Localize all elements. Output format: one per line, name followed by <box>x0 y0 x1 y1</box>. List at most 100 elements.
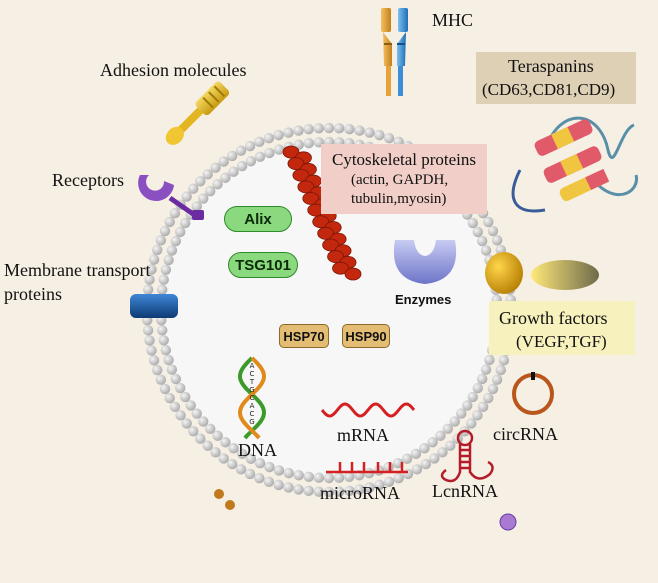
lipid-head <box>273 144 285 155</box>
lipid-head <box>164 392 175 404</box>
lipid-head <box>228 166 239 177</box>
mrna-label: mRNA <box>337 425 390 445</box>
growth-factor-sphere-icon <box>485 252 523 294</box>
actin-bead <box>322 238 340 252</box>
lipid-head <box>435 430 446 441</box>
lipid-head <box>420 458 432 470</box>
lipid-head <box>303 471 314 482</box>
lipid-head <box>427 437 438 448</box>
lipid-head <box>495 364 506 376</box>
growth-detail: (VEGF,TGF) <box>516 332 607 351</box>
lipid-head <box>364 127 375 138</box>
lipid-head <box>228 443 239 454</box>
dna-label: DNA <box>238 440 277 460</box>
lipid-head <box>191 408 202 419</box>
membrane-particle-orange-2 <box>225 500 235 510</box>
membrane-particle-purple <box>499 513 517 531</box>
lipid-head <box>146 345 157 356</box>
circrna-label: circRNA <box>493 424 558 444</box>
tetraspanins-title: Teraspanins <box>508 56 594 76</box>
lipid-head <box>487 383 499 395</box>
lipid-head <box>188 426 199 437</box>
actin-bead <box>292 168 310 182</box>
lipid-head <box>402 468 414 480</box>
dna-strand-green <box>237 356 267 440</box>
cytoskeletal-box <box>321 144 487 214</box>
lipid-head <box>152 364 163 376</box>
lipid-head <box>273 129 284 141</box>
lipid-head <box>293 470 304 481</box>
lipid-head <box>283 127 294 138</box>
lipid-head <box>244 468 256 480</box>
lipid-head <box>144 274 155 285</box>
dna-base-letter: A <box>250 402 255 410</box>
lipid-head <box>313 123 324 134</box>
circrna-icon <box>512 373 554 415</box>
lipid-head <box>392 457 404 469</box>
dna-base-letter: C <box>250 370 255 378</box>
lipid-head <box>364 482 375 493</box>
dna-base-letter: C <box>250 410 255 418</box>
actin-bead <box>297 180 315 194</box>
lipid-head <box>220 172 231 183</box>
lipid-head <box>155 374 167 385</box>
lipid-head <box>411 464 423 475</box>
lipid-head <box>175 410 186 421</box>
cytoskeletal-title: Cytoskeletal proteins <box>332 150 477 169</box>
dna-base-letter: T <box>249 378 255 386</box>
receptor-icon <box>138 175 204 220</box>
lipid-head <box>472 382 483 394</box>
lipid-head <box>210 162 221 173</box>
actin-bead <box>344 267 362 281</box>
growth-title: Growth factors <box>499 308 608 328</box>
lipid-head <box>445 440 456 451</box>
lipid-head <box>383 461 394 473</box>
lipid-head <box>205 186 216 197</box>
membrane-transport-line2: proteins <box>4 284 62 304</box>
lncrna-icon <box>440 429 494 483</box>
lipid-head <box>198 193 209 204</box>
membrane-transport-line1: Membrane transport <box>4 260 151 280</box>
lipid-head <box>146 264 157 275</box>
lipid-head <box>210 447 221 458</box>
lipid-head <box>235 145 247 156</box>
lipid-head <box>483 216 494 228</box>
dna-base-letter: G <box>249 386 254 394</box>
lipid-head <box>303 485 314 497</box>
lipid-head <box>483 392 494 404</box>
microrna-label: microRNA <box>320 483 400 503</box>
growth-factor-oval-icon <box>531 260 599 290</box>
lipid-head <box>212 179 223 190</box>
lipid-head <box>175 382 186 394</box>
lipid-head <box>383 476 395 487</box>
lipid-head <box>323 486 335 498</box>
alix-label: Alix <box>224 206 292 232</box>
lipid-head <box>354 125 365 136</box>
lipid-head <box>148 355 160 366</box>
lipid-head <box>467 217 478 229</box>
lipid-head <box>273 479 284 491</box>
enzymes-label: Enzymes <box>395 292 452 307</box>
lipid-head <box>226 458 238 470</box>
lipid-head <box>198 416 209 427</box>
lipid-head <box>293 484 304 495</box>
lipid-head <box>477 401 489 413</box>
lipid-head <box>159 225 171 237</box>
lipid-head <box>185 400 196 411</box>
lipid-head <box>487 225 499 237</box>
lipid-head <box>498 355 510 366</box>
actin-bead <box>312 215 330 229</box>
dna-base-letter: G <box>249 418 254 426</box>
lipid-head <box>245 453 257 464</box>
lipid-head <box>170 235 182 247</box>
lipid-head <box>456 408 467 419</box>
actin-bead <box>287 157 305 171</box>
membrane-particle-orange <box>214 489 224 499</box>
lipid-head <box>393 472 404 484</box>
lipid-head <box>467 391 478 403</box>
mhc-label: MHC <box>432 10 474 30</box>
lipid-head <box>142 284 154 295</box>
lipid-head <box>152 244 163 256</box>
lipid-head <box>254 136 265 148</box>
